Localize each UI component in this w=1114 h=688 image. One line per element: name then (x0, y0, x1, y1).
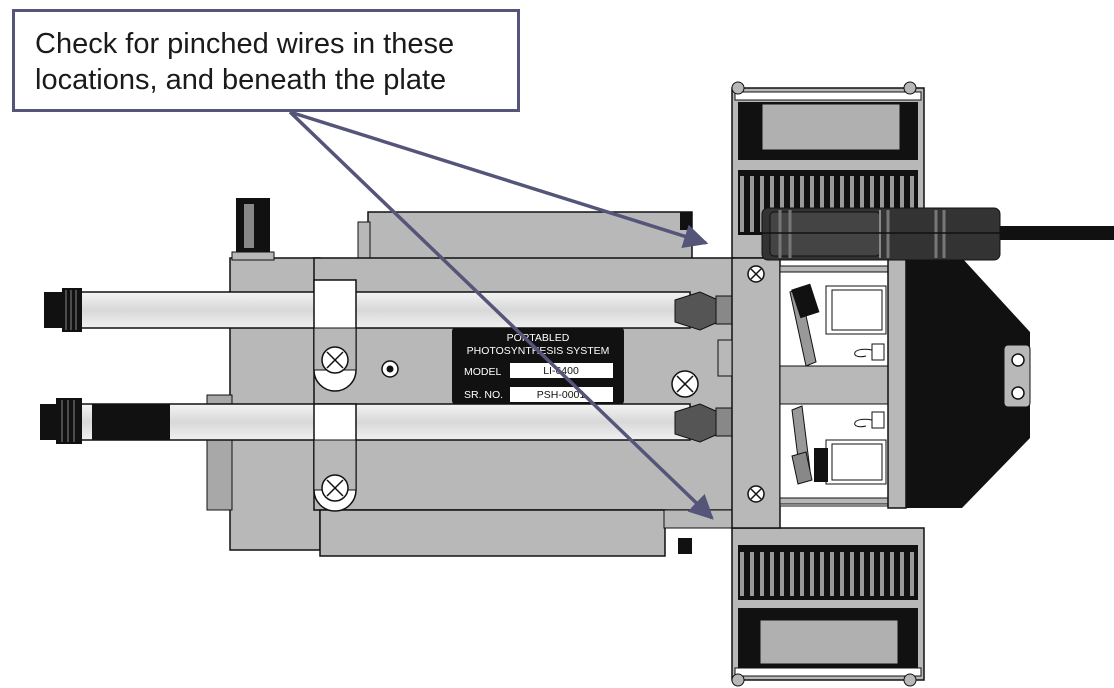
upper-tube (79, 291, 735, 331)
bnc-connector (231, 198, 275, 261)
sensor-housing (906, 258, 1030, 508)
lower-fitting-left (40, 398, 82, 444)
arrow-upper (289, 110, 709, 249)
bottom-fins (740, 552, 914, 596)
upper-tube-clamp (313, 279, 357, 392)
callout-box: Check for pinched wires in these locatio… (12, 9, 520, 112)
callout-line-2: locations, and beneath the plate (35, 64, 447, 96)
top-fan-housing (731, 81, 925, 259)
lower-tube (79, 403, 735, 443)
bottom-fan-housing (731, 527, 925, 687)
serial-label: SR. NO. (464, 389, 503, 401)
cable-clamp (760, 207, 1114, 261)
side-connector (1003, 344, 1031, 408)
body-screw (671, 370, 699, 398)
chamber-interior (779, 265, 889, 507)
arrow-lower (288, 110, 714, 520)
callout-line-1: Check for pinched wires in these (35, 28, 455, 60)
model-label: MODEL (464, 366, 502, 378)
lower-body-block (319, 509, 666, 557)
callout-arrows (288, 110, 714, 520)
upper-fitting-left (44, 288, 82, 332)
upper-body-block (367, 211, 693, 263)
serial-value: PSH-0001 (537, 389, 586, 401)
lower-tube-clamp (313, 403, 357, 512)
nameplate-line1: PORTABLED (507, 332, 570, 344)
front-plate (717, 257, 781, 529)
nameplate: PORTABLED PHOTOSYNTHESIS SYSTEM MODEL LI… (452, 328, 624, 404)
